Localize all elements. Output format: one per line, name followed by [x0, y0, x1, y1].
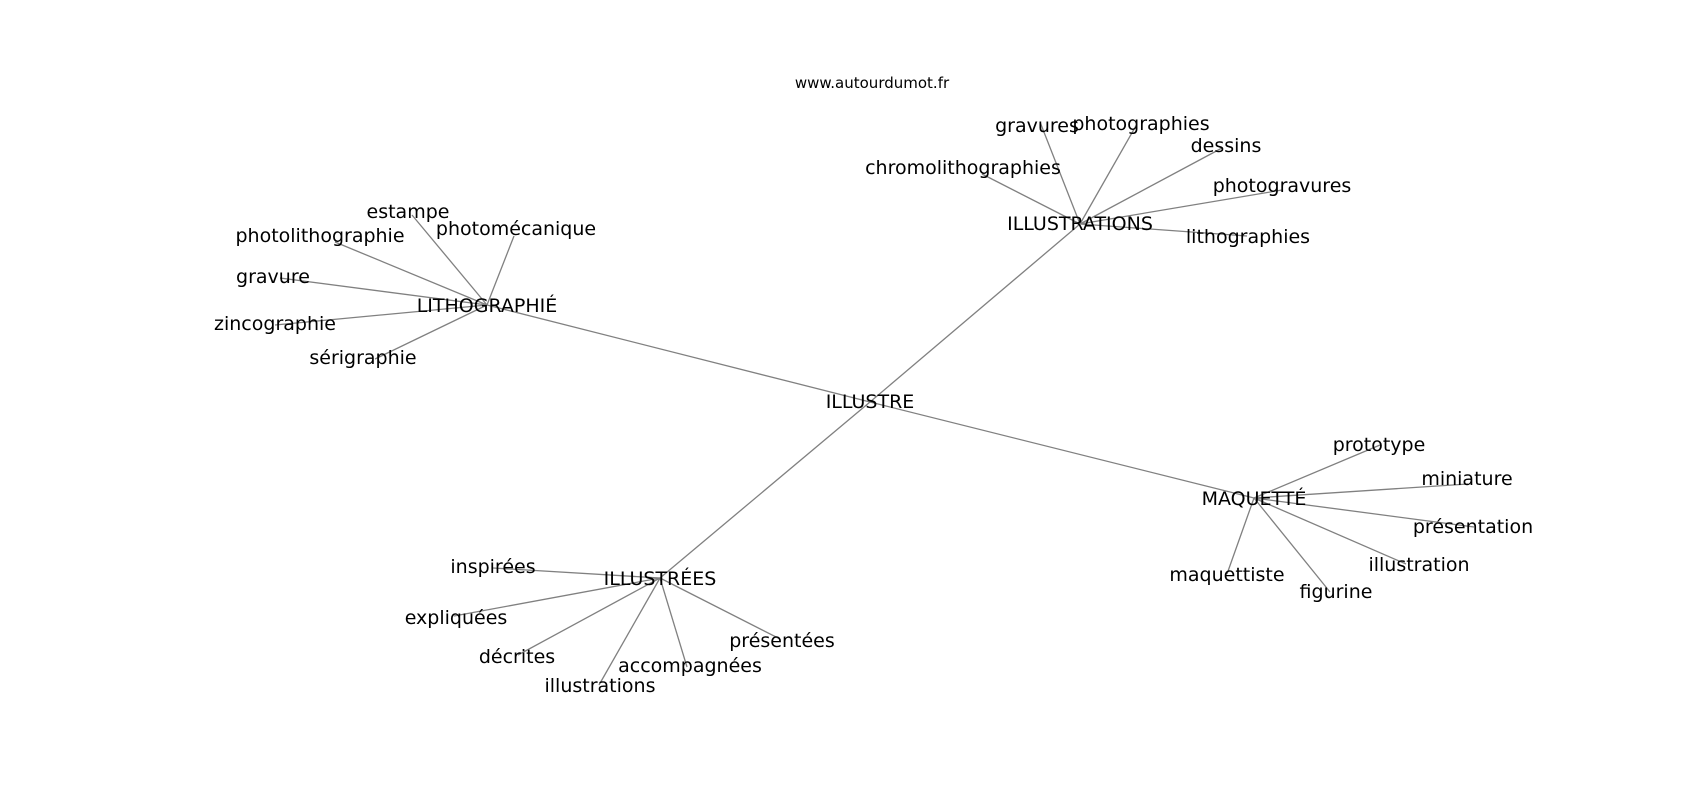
edge-branch-to-leaf [1079, 147, 1223, 225]
leaf-node: accompagnées [618, 655, 762, 677]
edge-branch-to-leaf [659, 577, 781, 640]
leaf-node: dessins [1191, 135, 1262, 157]
edge-branch-to-leaf [517, 577, 661, 656]
edge-branch-to-leaf [598, 577, 661, 686]
leaf-node: lithographies [1186, 226, 1310, 248]
edge-branch-to-leaf [659, 577, 688, 668]
leaf-node: inspirées [450, 556, 535, 578]
edge-branch-to-leaf [334, 241, 488, 306]
branch-node: MAQUETTÉ [1202, 487, 1307, 510]
leaf-node: maquettiste [1169, 564, 1284, 586]
center-node: ILLUSTRE [826, 391, 915, 413]
leaf-node: zincographie [214, 313, 336, 335]
leaf-node: présentées [729, 630, 835, 652]
edge-branch-to-leaf [492, 567, 661, 579]
leaf-node: prototype [1333, 434, 1426, 456]
leaf-node: illustrations [545, 675, 656, 697]
edge-branch-to-leaf [981, 173, 1081, 225]
leaf-node: sérigraphie [309, 347, 416, 369]
leaf-node: chromolithographies [865, 157, 1061, 179]
edge-branch-to-leaf [1039, 121, 1081, 225]
edge-center-to-branch [869, 223, 1081, 403]
edge-branch-to-leaf [486, 235, 515, 306]
edge-center-to-branch [869, 401, 1255, 499]
edge-center-to-branch [659, 401, 871, 579]
leaf-node: expliquées [405, 607, 508, 629]
edge-branch-to-leaf [1226, 497, 1255, 575]
edge-branch-to-leaf [1253, 497, 1331, 593]
edge-branch-to-leaf [374, 304, 488, 360]
leaf-node: miniature [1421, 468, 1512, 490]
edge-branch-to-leaf [274, 304, 488, 326]
edge-branch-to-leaf [1079, 189, 1283, 225]
edge-branch-to-leaf [1253, 444, 1381, 499]
edge-branch-to-leaf [1253, 497, 1475, 528]
leaf-node: photographies [1072, 113, 1209, 135]
edge-branch-to-leaf [411, 214, 488, 306]
site-url: www.autourdumot.fr [795, 74, 950, 92]
leaf-node: illustration [1368, 554, 1469, 576]
edge-branch-to-leaf [1079, 223, 1248, 237]
leaf-node: estampe [367, 201, 450, 223]
leaf-node: décrites [479, 646, 555, 668]
branch-node: LITHOGRAPHIÉ [417, 294, 558, 317]
leaf-node: photogravures [1213, 175, 1352, 197]
edge-center-to-branch [486, 304, 871, 403]
branch-node: ILLUSTRÉES [604, 567, 717, 590]
edge-branch-to-leaf [1079, 123, 1138, 225]
leaf-node: photolithographie [235, 225, 404, 247]
edge-branch-to-leaf [1253, 483, 1469, 499]
edge-branch-to-leaf [453, 577, 661, 617]
leaf-node: gravures [995, 115, 1079, 137]
leaf-node: gravure [236, 266, 310, 288]
labels-layer: www.autourdumot.fr ILLUSTRE LITHOGRAPHIÉ e… [214, 74, 1533, 697]
edges-layer [274, 121, 1475, 686]
leaf-node: photomécanique [436, 218, 596, 240]
leaf-node: présentation [1413, 516, 1533, 538]
edge-branch-to-leaf [279, 277, 488, 306]
edge-branch-to-leaf [1253, 497, 1407, 565]
branch-node: ILLUSTRATIONS [1007, 213, 1153, 235]
leaf-node: figurine [1300, 581, 1373, 603]
